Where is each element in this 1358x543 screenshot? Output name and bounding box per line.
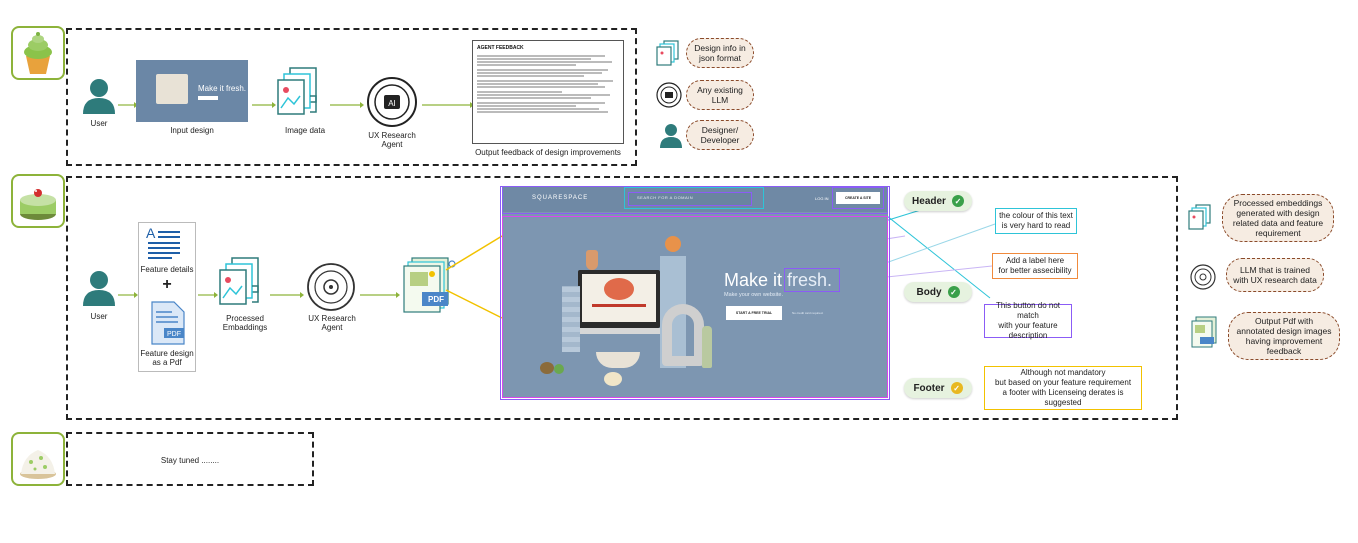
vase bbox=[586, 250, 598, 270]
kiwi-slice bbox=[554, 364, 564, 374]
footer-tag-label: Footer bbox=[913, 382, 945, 394]
cake-icon bbox=[11, 174, 65, 228]
ux-agent-label: UX Research Agent bbox=[368, 131, 416, 150]
feedback-text-color: the colour of this text is very hard to … bbox=[995, 208, 1077, 234]
svg-text:AI: AI bbox=[388, 99, 396, 108]
mockup-trial-button: START A FREE TRIAL bbox=[726, 306, 782, 320]
output-pdf-icon bbox=[1190, 316, 1218, 353]
design-mockup: SQUARESPACE SEARCH FOR A DOMAIN LOG IN C… bbox=[502, 186, 888, 398]
image-data-label: Image data bbox=[284, 126, 326, 135]
user-icon bbox=[82, 270, 116, 311]
laptop bbox=[578, 270, 660, 328]
orange-fruit bbox=[665, 236, 681, 252]
ai-brain-icon: AI bbox=[366, 76, 418, 133]
user-icon bbox=[82, 78, 116, 119]
legend-output-pdf-pill: Output Pdf with annotated design images … bbox=[1228, 312, 1340, 360]
mockup-note: No credit card required. bbox=[792, 311, 824, 315]
arrow-icon bbox=[118, 286, 138, 304]
pdf-doc-icon: PDF bbox=[150, 300, 186, 351]
feedback-label: Add a label here for better assecibility bbox=[992, 253, 1078, 279]
ai-brain-icon bbox=[306, 262, 356, 317]
svg-text:PDF: PDF bbox=[167, 331, 181, 338]
legend-trained-llm-pill: LLM that is trained with UX research dat… bbox=[1226, 258, 1324, 292]
cta-highlight bbox=[832, 187, 884, 209]
headline-part-a: Make it bbox=[724, 270, 788, 290]
embeddings-icon bbox=[218, 256, 268, 313]
search-highlight bbox=[624, 187, 764, 209]
legend-developer-pill: Designer/ Developer bbox=[686, 120, 754, 150]
feature-details-label: Feature details bbox=[140, 265, 194, 274]
feedback-footer: Although not mandatory but based on your… bbox=[984, 366, 1142, 410]
bowl bbox=[596, 352, 640, 368]
mockup-login: LOG IN bbox=[815, 196, 829, 201]
stay-tuned-text: Stay tuned ........ bbox=[160, 456, 220, 465]
link-line bbox=[445, 289, 503, 319]
arch-sculpture bbox=[662, 304, 704, 366]
row2-frame bbox=[66, 176, 1178, 420]
row3-frame bbox=[66, 432, 314, 486]
row1-user-label: User bbox=[90, 119, 108, 128]
arrow-icon bbox=[198, 286, 218, 304]
output-feedback-label: Output feedback of design improvements bbox=[475, 148, 621, 157]
check-icon: ✓ bbox=[947, 286, 960, 298]
arrow-icon bbox=[360, 286, 400, 304]
trained-llm-icon bbox=[1190, 264, 1216, 295]
check-icon: ✓ bbox=[951, 195, 964, 207]
mockup-headline: Make it fresh. bbox=[724, 270, 832, 291]
bottle bbox=[702, 326, 712, 368]
arrow-icon bbox=[270, 286, 304, 304]
json-doc-icon bbox=[656, 40, 682, 71]
kiwi-fruit bbox=[540, 362, 554, 374]
body-tag: Body ✓ bbox=[904, 282, 972, 302]
annotated-pdf-icon bbox=[402, 256, 458, 321]
ux-agent-label: UX Research Agent bbox=[308, 314, 356, 333]
mockup-search: SEARCH FOR A DOMAIN bbox=[628, 192, 752, 206]
row1-frame bbox=[66, 28, 637, 166]
embeddings-doc-icon bbox=[1188, 204, 1214, 235]
arrow-icon bbox=[252, 96, 276, 114]
legend-llm-pill: Any existing LLM bbox=[686, 80, 754, 110]
apple-fruit bbox=[604, 372, 622, 386]
mockup-cta: CREATE A SITE bbox=[836, 192, 880, 204]
header-tag-label: Header bbox=[912, 195, 946, 207]
report-title: AGENT FEEDBACK bbox=[477, 45, 524, 51]
cream-cake-icon bbox=[11, 432, 65, 486]
input-design-label: Input design bbox=[170, 126, 214, 135]
feedback-button: This button do not match with your featu… bbox=[984, 301, 1072, 340]
thumb-headline: Make it fresh. bbox=[198, 84, 247, 93]
text-doc-icon: A bbox=[146, 225, 182, 265]
cupcake-icon bbox=[11, 26, 65, 80]
input-design-thumbnail: Make it fresh. bbox=[136, 60, 248, 122]
image-data-icon bbox=[276, 66, 326, 123]
mockup-search-label: SEARCH FOR A DOMAIN bbox=[637, 195, 694, 200]
header-tag: Header ✓ bbox=[904, 191, 972, 211]
link-line bbox=[445, 235, 503, 271]
check-icon: ✓ bbox=[950, 382, 963, 394]
arrow-icon bbox=[330, 96, 364, 114]
mockup-brand: SQUARESPACE bbox=[532, 195, 589, 201]
legend-embeddings-pill: Processed embeddings generated with desi… bbox=[1222, 194, 1334, 242]
body-highlight bbox=[502, 216, 888, 398]
agent-feedback-report: AGENT FEEDBACK bbox=[472, 40, 624, 144]
laptop-base bbox=[568, 328, 670, 334]
legend-json-pill: Design info in json format bbox=[686, 38, 754, 68]
svg-text:A: A bbox=[146, 226, 156, 241]
plus-sign: + bbox=[162, 276, 172, 293]
pdf-badge: PDF bbox=[428, 295, 444, 304]
footer-tag: Footer ✓ bbox=[904, 378, 972, 398]
body-tag-label: Body bbox=[916, 286, 942, 298]
developer-icon bbox=[660, 124, 682, 153]
steps-decor bbox=[562, 286, 580, 352]
row2-user-label: User bbox=[90, 312, 108, 321]
embeddings-label: Processed Embaddings bbox=[222, 314, 268, 333]
link-line bbox=[881, 211, 991, 299]
headline-highlight bbox=[784, 268, 840, 292]
feature-design-label: Feature design as a Pdf bbox=[140, 349, 194, 368]
mockup-subtitle: Make your own website. bbox=[724, 292, 783, 298]
llm-brain-icon bbox=[656, 82, 682, 113]
headline-part-b: fresh. bbox=[787, 270, 833, 290]
mockup-outer-highlight bbox=[500, 186, 890, 400]
